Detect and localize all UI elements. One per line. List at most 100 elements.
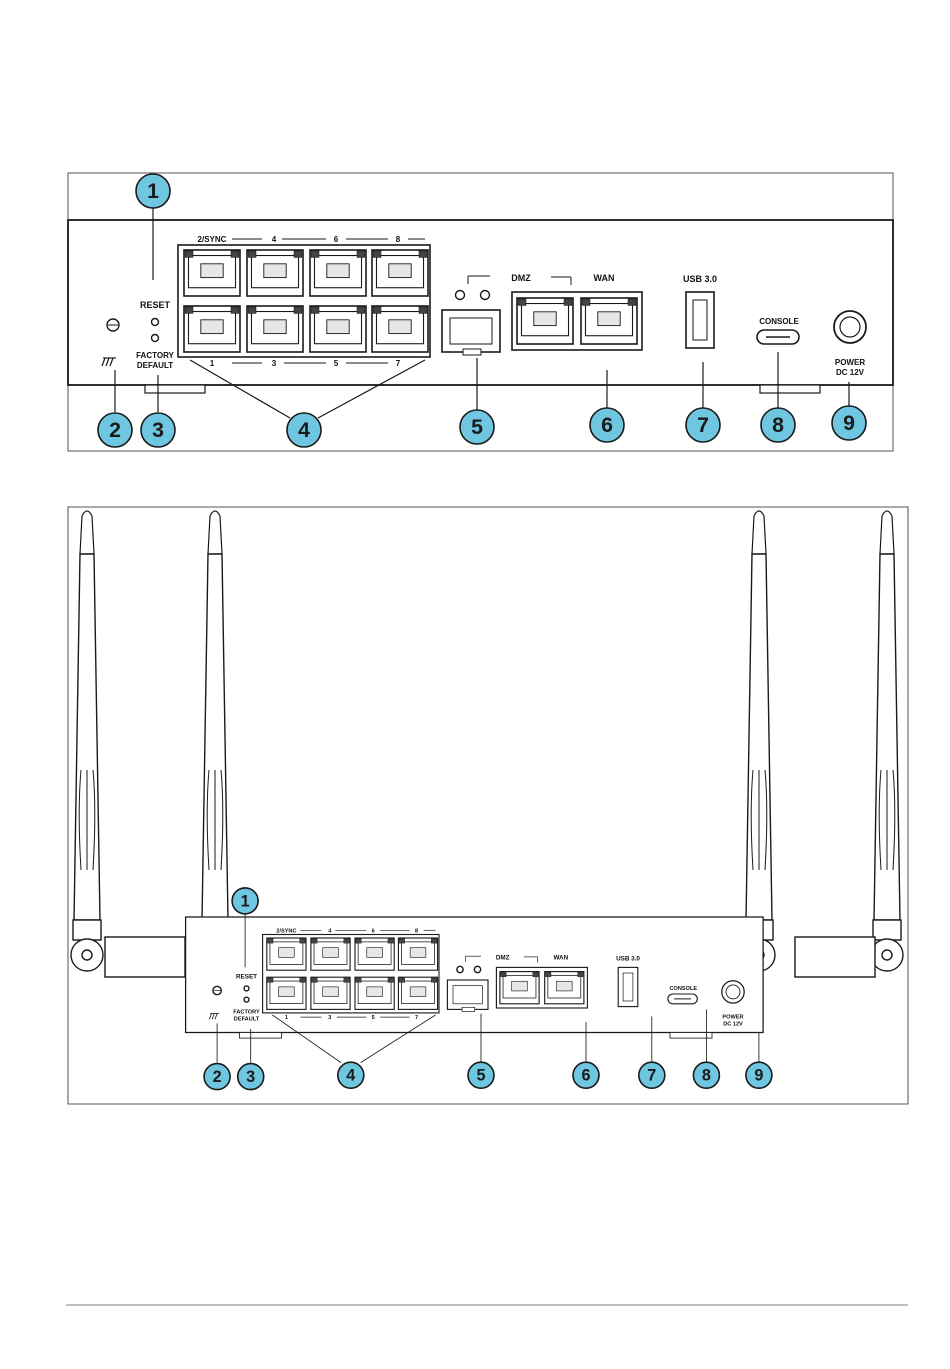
callout-number: 8 (702, 1067, 711, 1085)
rj45-port (247, 250, 303, 296)
rj45-port (184, 250, 240, 296)
rj45-port (517, 298, 573, 344)
antenna-right-inner (743, 511, 775, 971)
factory-label-line1: FACTORY (233, 1010, 260, 1016)
console-label: CONSOLE (669, 986, 697, 992)
callout-9: 9 (746, 1062, 772, 1088)
antenna-left-inner (199, 511, 231, 971)
reset-led (152, 319, 159, 326)
callout-number: 8 (772, 413, 784, 437)
rj45-port-contacts (534, 312, 556, 326)
usb-port-tongue (693, 300, 707, 340)
callout-number: 2 (109, 418, 121, 442)
rj45-port-contacts (327, 320, 349, 334)
callout-number: 4 (298, 418, 310, 442)
lan-top-label-6: 6 (372, 928, 375, 934)
lan-bottom-label-3: 3 (328, 1015, 331, 1021)
rj45-port (267, 938, 306, 970)
rj45-port (355, 938, 394, 970)
callout-number: 9 (754, 1067, 763, 1085)
lan-top-label-2/SYNC: 2/SYNC (198, 235, 227, 244)
antenna-hinge-pin (882, 950, 892, 960)
sfp-led (457, 966, 463, 972)
rj45-port (311, 977, 350, 1009)
factory-default-button (152, 335, 159, 342)
port-led (185, 307, 193, 313)
factory-label-line2: DEFAULT (137, 361, 173, 370)
callout-7: 7 (639, 1062, 665, 1088)
antenna-tip (880, 511, 894, 554)
rj45-port-contacts (389, 320, 411, 334)
callout-number: 7 (647, 1067, 656, 1085)
port-led (248, 307, 256, 313)
port-led (419, 307, 427, 313)
antenna-side-arm (795, 937, 875, 977)
rj45-port-contacts (410, 987, 426, 997)
callout-number: 1 (147, 179, 159, 203)
rj45-port-contacts (279, 948, 295, 958)
factory-default-button (244, 997, 249, 1002)
rj45-port (545, 972, 584, 1004)
rj45-port-contacts (201, 320, 223, 334)
usb-label: USB 3.0 (683, 274, 717, 284)
reset-label: RESET (236, 974, 257, 981)
callout-5: 5 (460, 410, 494, 444)
sfp-port-latch (463, 349, 481, 355)
port-led (344, 939, 349, 944)
port-led (300, 939, 305, 944)
callout-1: 1 (232, 888, 258, 914)
port-led (373, 307, 381, 313)
port-led (578, 972, 583, 977)
rj45-port (310, 250, 366, 296)
callout-2: 2 (204, 1064, 230, 1090)
rj45-port-contacts (410, 948, 426, 958)
callout-9: 9 (832, 406, 866, 440)
callout-number: 6 (581, 1067, 590, 1085)
rj45-port (184, 306, 240, 352)
rj45-port (372, 250, 428, 296)
callout-number: 9 (843, 411, 855, 435)
device-foot (670, 1033, 712, 1039)
antenna-tip (80, 511, 94, 554)
power-label-line2: DC 12V (836, 368, 865, 377)
port-led (294, 307, 302, 313)
rj45-port-contacts (598, 312, 620, 326)
rj45-port (310, 306, 366, 352)
rj45-port-contacts (264, 264, 286, 278)
callout-number: 1 (241, 892, 250, 910)
callout-8: 8 (693, 1062, 719, 1088)
lan-bottom-label-5: 5 (372, 1015, 375, 1021)
device-foot (145, 385, 205, 393)
port-led (545, 972, 550, 977)
device-foot (760, 385, 820, 393)
lan-bottom-label-7: 7 (415, 1015, 418, 1021)
port-led (294, 251, 302, 257)
factory-label-line1: FACTORY (136, 351, 174, 360)
sfp-port-inner (450, 318, 492, 344)
callout-number: 3 (152, 418, 164, 442)
rj45-port-contacts (556, 981, 572, 991)
wan-label: WAN (594, 273, 615, 283)
port-led (185, 251, 193, 257)
rj45-port (355, 977, 394, 1009)
port-led (357, 251, 365, 257)
reset-led (244, 986, 249, 991)
callout-8: 8 (761, 408, 795, 442)
port-led (431, 939, 436, 944)
rj45-port-contacts (201, 264, 223, 278)
power-label-line1: POWER (835, 358, 865, 367)
port-led (357, 307, 365, 313)
port-led (518, 299, 526, 305)
lan-top-label-6: 6 (334, 235, 339, 244)
callout-number: 5 (471, 415, 483, 439)
port-led (311, 307, 319, 313)
callout-6: 6 (573, 1062, 599, 1088)
power-label-line2: DC 12V (723, 1022, 743, 1028)
port-led (388, 978, 393, 983)
sfp-led (474, 966, 480, 972)
dmz-label: DMZ (496, 955, 510, 962)
lan-bottom-label-1: 1 (210, 359, 215, 368)
port-led (399, 939, 404, 944)
sfp-led (481, 291, 490, 300)
